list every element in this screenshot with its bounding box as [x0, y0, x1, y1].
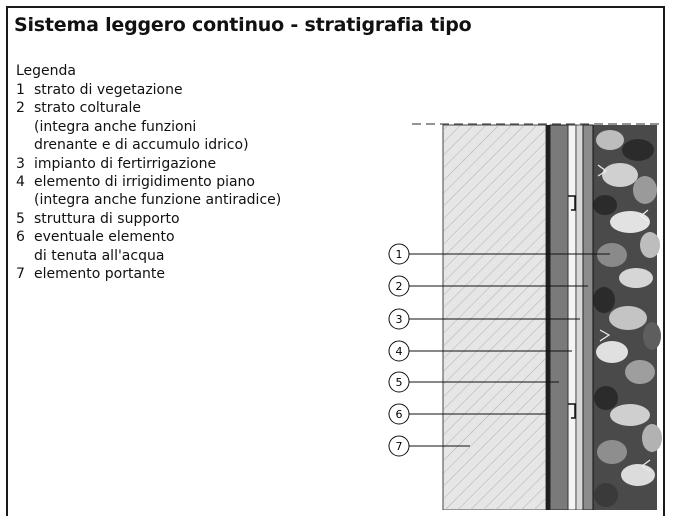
legend-item: 5 struttura di supporto — [16, 210, 281, 228]
legend-item-number: 1 — [16, 82, 25, 98]
legend-item-text: strato colturale (integra anche funzioni… — [34, 100, 249, 154]
legend-item: 3 impianto di fertirrigazione — [16, 155, 281, 173]
fixing-bracket-upper — [568, 195, 576, 211]
legend-item-text: elemento di irrigidimento piano (integra… — [34, 174, 282, 209]
legend-item: 6 eventuale elemento di tenuta all'acqua — [16, 228, 281, 265]
legend-list: 1 strato di vegetazione 2 strato colturale… — [16, 81, 281, 283]
marker-1: 1 — [388, 243, 610, 265]
legend-item-number: 6 — [16, 229, 25, 246]
figure-title: Sistema leggero continuo - stratigrafia … — [14, 14, 472, 36]
layer-growing-medium — [582, 124, 594, 510]
legend-item: 7 elemento portante — [16, 265, 281, 283]
legend-item-text: strato di vegetazione — [34, 82, 183, 98]
figure-frame — [6, 6, 665, 516]
legend-item-text: elemento portante — [34, 266, 165, 283]
marker-6-label: 6 — [396, 408, 403, 421]
layer-load-bearing-wall-hatch — [444, 126, 545, 510]
marker-4-label: 4 — [396, 345, 403, 358]
marker-2: 2 — [388, 275, 588, 297]
legend-item-number: 7 — [16, 266, 25, 283]
legend-item: 1 strato di vegetazione — [16, 81, 281, 99]
legend-item: 4 elemento di irrigidimento piano (integr… — [16, 173, 281, 210]
marker-7-label: 7 — [396, 440, 403, 453]
legend-item-text: eventuale elemento di tenuta all'acqua — [34, 229, 175, 264]
marker-6: 6 — [388, 403, 548, 425]
legend-item-text: struttura di supporto — [34, 210, 180, 227]
marker-1-label: 1 — [396, 248, 403, 261]
marker-4: 4 — [388, 340, 572, 362]
legend-heading: Legenda — [16, 63, 77, 79]
marker-5-label: 5 — [396, 376, 403, 389]
legend-item: 2 strato colturale (integra anche funzion… — [16, 99, 281, 154]
layer-waterproofing — [546, 125, 550, 510]
layer-support-structure — [549, 124, 569, 510]
marker-2-label: 2 — [396, 280, 403, 293]
marker-3: 3 — [388, 308, 580, 330]
legend-item-text: impianto di fertirrigazione — [34, 155, 217, 172]
marker-3-label: 3 — [396, 313, 403, 326]
fixing-bracket-lower — [568, 403, 576, 419]
legend-item-number: 2 — [16, 100, 25, 117]
layer-vegetation — [593, 125, 662, 510]
marker-7: 7 — [388, 435, 470, 457]
legend-item-number: 5 — [16, 210, 25, 227]
legend-item-number: 3 — [16, 155, 25, 172]
legend-item-number: 4 — [16, 174, 25, 191]
layer-fertirrigation — [575, 124, 584, 510]
marker-5: 5 — [388, 371, 559, 393]
layer-stiffening-panel — [567, 124, 577, 510]
